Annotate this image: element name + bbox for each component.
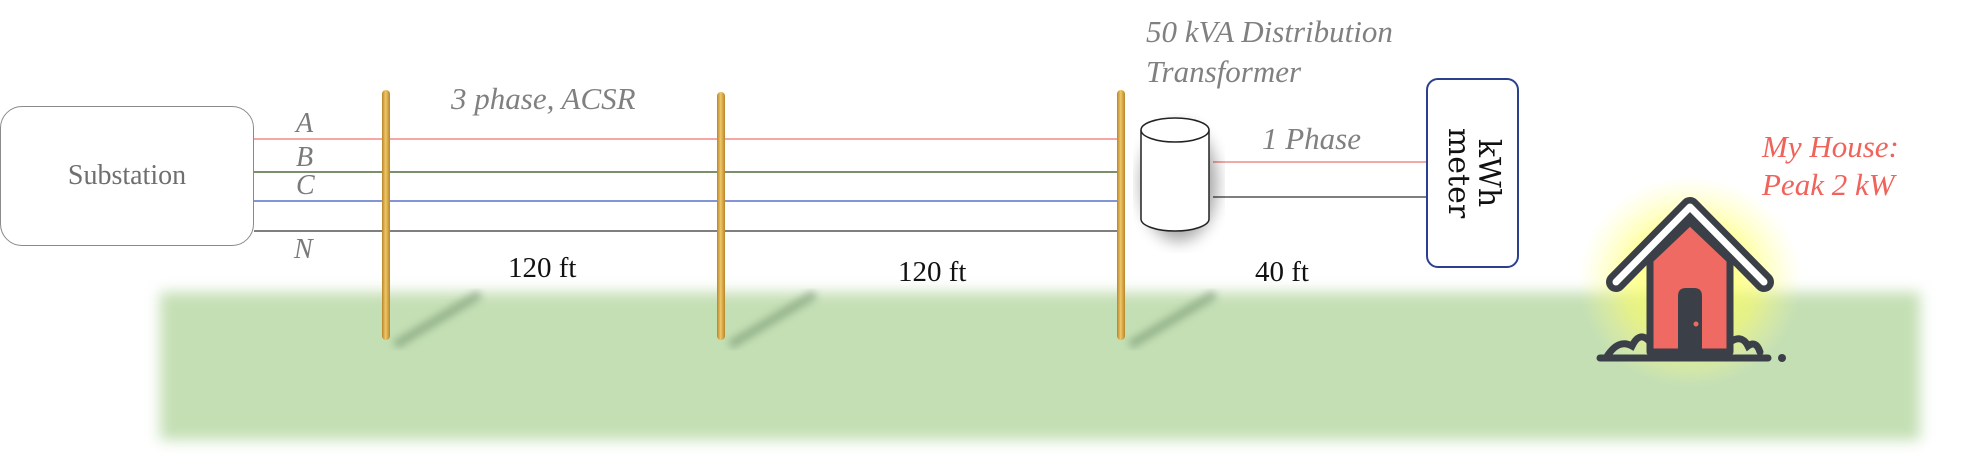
house-caption: My House: Peak 2 kW <box>1762 128 1899 204</box>
distance-label: 40 ft <box>1255 256 1309 288</box>
three-phase-caption: 3 phase, ACSR <box>451 81 636 116</box>
house-caption-line2: Peak 2 kW <box>1762 167 1895 202</box>
utility-pole-icon <box>382 90 390 340</box>
substation-box: Substation <box>0 106 254 246</box>
pole-shadow <box>392 290 483 349</box>
kwh-meter-label-line2: meter <box>1440 127 1476 219</box>
house-icon <box>1578 176 1802 388</box>
kwh-meter-label: kWh meter <box>1440 127 1506 219</box>
neutral-label: N <box>294 234 313 265</box>
transformer-caption-line2: Transformer <box>1146 54 1302 89</box>
phase-a-label: A <box>296 108 314 139</box>
transformer-caption-line1: 50 kVA Distribution <box>1146 14 1393 49</box>
distance-label: 120 ft <box>898 256 967 288</box>
pole-shadow <box>727 290 818 349</box>
kwh-meter-label-line1: kWh <box>1470 138 1506 208</box>
phase-b-label: B <box>296 142 314 173</box>
house-caption-line1: My House: <box>1762 129 1899 164</box>
phase-c-label: C <box>296 170 315 201</box>
distance-label: 120 ft <box>508 252 577 284</box>
single-phase-caption: 1 Phase <box>1262 121 1362 156</box>
cylinder-transformer-icon <box>1140 117 1217 241</box>
transformer-caption: 50 kVA Distribution Transformer <box>1146 12 1393 92</box>
utility-pole-icon <box>1117 90 1125 340</box>
kwh-meter-box: kWh meter <box>1426 78 1519 268</box>
pole-shadow <box>1127 290 1218 349</box>
substation-label: Substation <box>67 160 187 191</box>
utility-pole-icon <box>717 92 725 340</box>
